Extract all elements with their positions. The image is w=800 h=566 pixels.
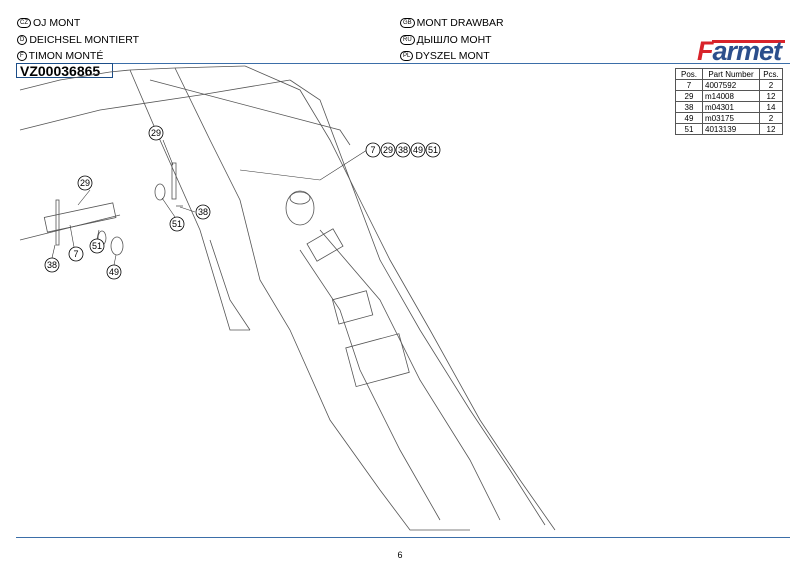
callout-circle <box>77 175 93 191</box>
callout-label: 49 <box>413 145 423 155</box>
callout-circle <box>395 142 411 158</box>
callout-circle <box>68 246 84 262</box>
callout-circle <box>169 216 185 232</box>
callout-circle <box>44 257 60 273</box>
callout-label: 29 <box>383 145 393 155</box>
frame-outline <box>19 65 556 531</box>
hardware-parts <box>43 162 183 256</box>
callout-circle <box>425 142 441 158</box>
header-rule <box>113 63 790 64</box>
pcs-cell: 12 <box>759 123 783 135</box>
page-number: 6 <box>397 550 403 560</box>
callout-label: 51 <box>92 241 102 251</box>
part-number-cell: 4013139 <box>702 123 760 135</box>
callout-label: 38 <box>398 145 408 155</box>
callout-label: 38 <box>198 207 208 217</box>
callout-label: 38 <box>47 260 57 270</box>
logo-bar <box>712 40 785 43</box>
callout-label: 51 <box>172 219 182 229</box>
footer-rule <box>16 537 790 538</box>
callout-label: 7 <box>370 145 375 155</box>
callout-label: 7 <box>73 249 78 259</box>
callout-circle <box>380 142 396 158</box>
leader-lines <box>51 139 368 266</box>
callout-circle <box>195 204 211 220</box>
callout-circle <box>106 264 122 280</box>
drawing-code: VZ00036865 <box>16 63 113 79</box>
callout-label: 51 <box>428 145 438 155</box>
pcs-cell: 14 <box>759 101 783 113</box>
callout-circle <box>89 238 105 254</box>
callouts: 29 29 38 51 7 51 38 49 7 29 38 49 51 <box>44 125 441 280</box>
callout-label: 29 <box>80 178 90 188</box>
callout-circle <box>410 142 426 158</box>
callout-circle <box>365 142 381 158</box>
pos-cell: 51 <box>675 123 703 135</box>
callout-label: 49 <box>109 267 119 277</box>
farmet-logo: Farmet <box>697 36 782 66</box>
callout-circle <box>148 125 164 141</box>
callout-label: 29 <box>151 128 161 138</box>
